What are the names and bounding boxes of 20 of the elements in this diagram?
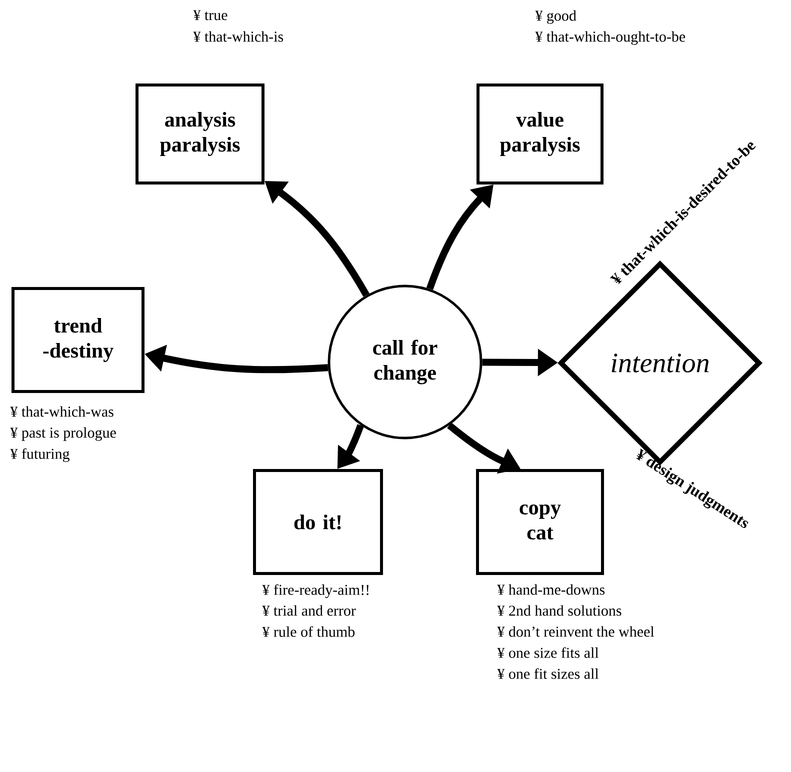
bullet-item: ¥ that-which-ought-to-be: [535, 31, 686, 45]
bullet-item: ¥ past is prologue: [10, 427, 116, 441]
box: value paralysis: [476, 84, 604, 184]
box: copy cat: [476, 469, 604, 575]
bullet-item: ¥ trial and error: [262, 605, 356, 616]
bullet-item: ¥ futuring: [10, 448, 70, 462]
bullet-item: ¥ that-which-is: [193, 31, 284, 42]
bullet-item: ¥ don’t reinvent the wheel: [497, 626, 654, 637]
bullet-item: ¥ 2nd hand solutions: [497, 605, 622, 616]
bullet-item: ¥ that-which-was: [10, 406, 114, 417]
bullet-item: ¥ hand-me-downs: [497, 584, 605, 595]
box: analysis paralysis: [136, 84, 264, 184]
box: trend -destiny: [12, 287, 144, 393]
bullet-item: ¥ good: [535, 10, 576, 24]
bullet-item: ¥ rule of thumb: [262, 626, 355, 637]
bullet-item: ¥ fire-ready-aim!!: [262, 584, 368, 598]
bullet-item: ¥ true: [193, 10, 228, 20]
bullet-item: ¥ one size fits all: [497, 647, 599, 658]
box: do it!: [253, 469, 383, 575]
bullet-item: ¥ one fit sizes all: [497, 668, 599, 679]
